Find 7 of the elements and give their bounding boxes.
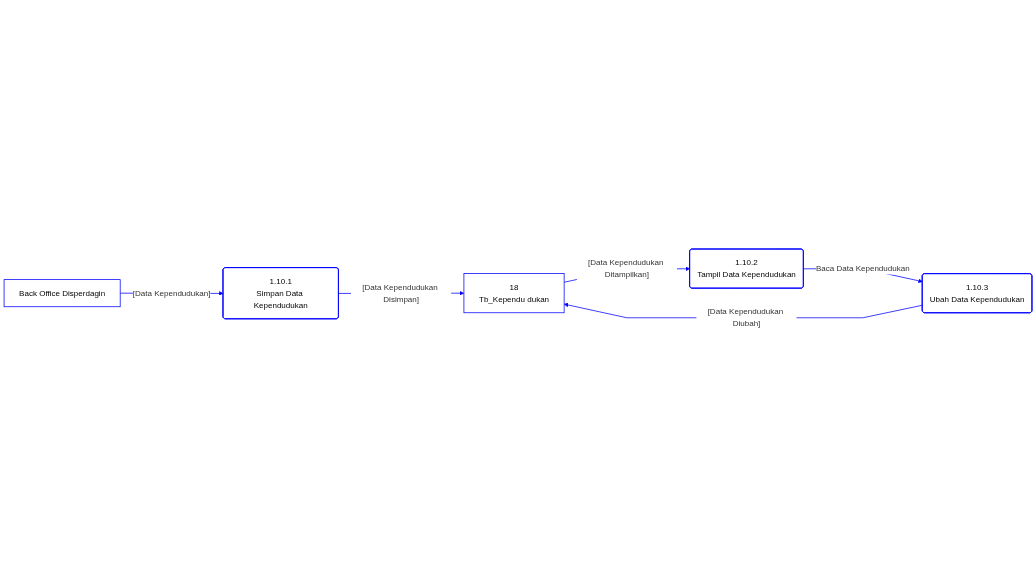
edge-label: Baca Data Kependudukan: [815, 263, 910, 273]
edge-label: [Data Kependudukan]: [132, 288, 211, 297]
edge-label: [Data Kependudukan Disimpan]: [362, 282, 438, 303]
node-box: Back Office Disperdagin: [3, 278, 121, 307]
node-box: 18 Tb_Kependu dukan: [463, 272, 565, 313]
edge-label: [Data Kependudukan Diubah]: [707, 306, 784, 328]
edge-label: [Data Kependudukan Ditampilkan]: [588, 257, 664, 279]
